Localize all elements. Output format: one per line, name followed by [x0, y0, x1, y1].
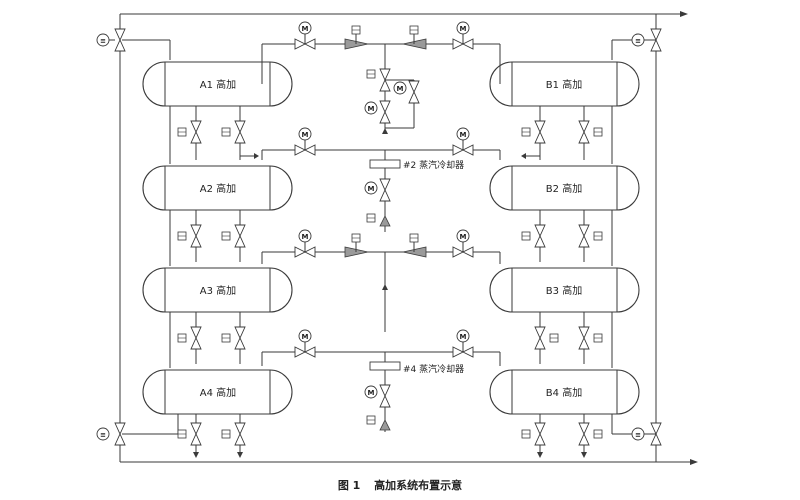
bypass-valve-top-left[interactable]: ≡ [96, 28, 126, 52]
motor-symbol: M [397, 85, 404, 93]
motor-symbol: M [460, 131, 467, 139]
motor-symbol: M [368, 105, 375, 113]
heater-b3: B3 高加 [489, 267, 640, 313]
figure-title: 高加系统布置示意 [374, 479, 463, 492]
heater-label: B1 高加 [546, 78, 582, 91]
drain-valve-b1-2[interactable] [578, 120, 603, 144]
drain-valve-a3-1[interactable] [177, 326, 202, 350]
bypass-valve-bottom-right[interactable]: ≡ [631, 422, 662, 446]
extraction-valve-row4-left[interactable]: M [294, 329, 316, 358]
check-valve-top-left[interactable] [344, 25, 369, 50]
heater-b4: B4 高加 [489, 369, 640, 415]
drain-valve-a2-1[interactable] [177, 224, 202, 248]
motor-symbol: M [460, 233, 467, 241]
center-up-arrow-2 [382, 284, 388, 290]
bypass-valve-bottom-left[interactable]: ≡ [96, 422, 126, 446]
steam-cooler-2: #2 蒸汽冷却器 [369, 159, 464, 171]
heater-a2: A2 高加 [142, 165, 293, 211]
drain-valve-a3-2[interactable] [221, 326, 246, 350]
motor-symbol: M [368, 185, 375, 193]
extraction-valve-top-left[interactable]: M [294, 21, 316, 50]
center-valve-top-3[interactable]: M [364, 100, 391, 124]
bypass-symbol-label: ≡ [635, 431, 641, 439]
drain-valve-a4-2[interactable] [221, 422, 246, 446]
heater-label: B2 高加 [546, 182, 582, 195]
extraction-valve-top-right[interactable]: M [452, 21, 474, 50]
figure-number: 图 1 [337, 479, 361, 492]
steam-cooler-2-label: #2 蒸汽冷却器 [403, 159, 464, 171]
drain-valve-b2-1[interactable] [521, 224, 546, 248]
heater-label: A1 高加 [200, 78, 236, 91]
heater-b1: B1 高加 [489, 61, 640, 107]
center-valve-bottom-2[interactable] [366, 415, 391, 431]
drain-valve-a2-2[interactable] [221, 224, 246, 248]
drain-valve-b3-1[interactable] [534, 326, 559, 350]
bypass-valve-top-right[interactable]: ≡ [631, 28, 662, 52]
heater-a3: A3 高加 [142, 267, 293, 313]
steam-cooler-4-label: #4 蒸汽冷却器 [403, 363, 464, 375]
heater-a4: A4 高加 [142, 369, 293, 415]
center-valve-top-2[interactable]: M [393, 80, 420, 104]
bypass-symbol-label: ≡ [635, 37, 641, 45]
drain-valve-b4-1[interactable] [521, 422, 546, 446]
extraction-valve-row2-left[interactable]: M [294, 127, 316, 156]
motor-symbol: M [302, 131, 309, 139]
heater-label: A3 高加 [200, 284, 236, 297]
motor-symbol: M [368, 389, 375, 397]
extraction-valve-row3-right[interactable]: M [452, 229, 474, 258]
motor-symbol: M [460, 25, 467, 33]
motor-symbol: M [302, 233, 309, 241]
check-valve-row3-right[interactable] [402, 233, 427, 258]
heater-label: A2 高加 [200, 182, 236, 195]
heater-b2: B2 高加 [489, 165, 640, 211]
drain-valve-a1-1[interactable] [177, 120, 202, 144]
center-valve-bottom-1[interactable]: M [364, 384, 391, 408]
motor-symbol: M [460, 333, 467, 341]
drain-valve-b1-1[interactable] [521, 120, 546, 144]
heater-label: A4 高加 [200, 386, 236, 399]
bypass-symbol-label: ≡ [100, 431, 106, 439]
heater-a1: A1 高加 [142, 61, 293, 107]
figure-caption: 图 1 高加系统布置示意 [0, 477, 800, 493]
check-valve-row3-left[interactable] [344, 233, 369, 258]
bypass-symbol-label: ≡ [100, 37, 106, 45]
heater-label: B4 高加 [546, 386, 582, 399]
motor-symbol: M [302, 25, 309, 33]
center-valve-mid-1[interactable]: M [364, 178, 391, 202]
extraction-valve-row3-left[interactable]: M [294, 229, 316, 258]
drain-valve-b3-2[interactable] [578, 326, 603, 350]
motor-symbol: M [302, 333, 309, 341]
extraction-valve-row2-right[interactable]: M [452, 127, 474, 156]
center-up-arrow-1 [382, 128, 388, 134]
left-drain-outlets [193, 153, 259, 458]
extraction-valve-row4-right[interactable]: M [452, 329, 474, 358]
drain-valve-b4-2[interactable] [578, 422, 603, 446]
drain-valve-a1-2[interactable] [221, 120, 246, 144]
steam-cooler-4: #4 蒸汽冷却器 [369, 361, 464, 375]
heater-label: B3 高加 [546, 284, 582, 297]
check-valve-top-right[interactable] [402, 25, 427, 50]
drain-valve-a4-1[interactable] [177, 422, 202, 446]
center-valve-mid-2[interactable] [366, 213, 391, 227]
right-drain-outlets [521, 153, 587, 458]
drain-valve-b2-2[interactable] [578, 224, 603, 248]
